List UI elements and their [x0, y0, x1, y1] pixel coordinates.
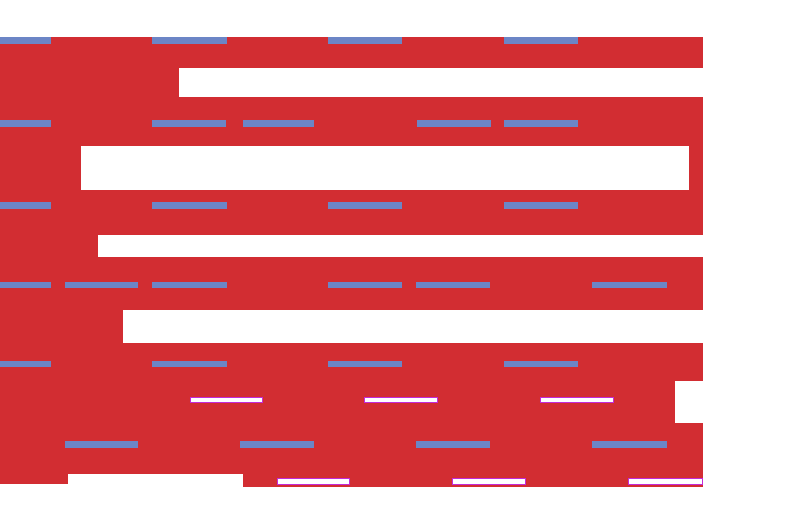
- link-bar-placeholder[interactable]: [152, 202, 227, 209]
- highlighted-link-bar-placeholder[interactable]: [190, 397, 263, 403]
- link-bar-placeholder[interactable]: [592, 282, 667, 288]
- link-bar-placeholder[interactable]: [592, 441, 667, 448]
- link-bar-placeholder[interactable]: [152, 120, 226, 127]
- highlighted-link-bar-placeholder[interactable]: [452, 478, 526, 485]
- content-block-placeholder: [0, 97, 703, 146]
- link-bar-placeholder[interactable]: [152, 282, 227, 288]
- content-block-placeholder: [675, 343, 703, 381]
- link-bar-placeholder[interactable]: [504, 202, 578, 209]
- link-bar-placeholder[interactable]: [416, 282, 490, 288]
- link-bar-placeholder[interactable]: [243, 120, 314, 127]
- link-bar-placeholder[interactable]: [328, 37, 402, 44]
- content-block-placeholder: [0, 310, 123, 343]
- link-bar-placeholder[interactable]: [152, 37, 227, 44]
- link-bar-placeholder[interactable]: [416, 441, 490, 448]
- link-bar-placeholder[interactable]: [0, 37, 51, 44]
- link-bar-placeholder[interactable]: [504, 120, 578, 127]
- highlighted-link-bar-placeholder[interactable]: [628, 478, 703, 485]
- content-block-placeholder: [0, 235, 98, 257]
- highlighted-link-bar-placeholder[interactable]: [540, 397, 614, 403]
- link-bar-placeholder[interactable]: [65, 282, 138, 288]
- highlighted-link-bar-placeholder[interactable]: [277, 478, 350, 485]
- link-bar-placeholder[interactable]: [65, 441, 138, 448]
- content-block-placeholder: [0, 68, 179, 97]
- link-bar-placeholder[interactable]: [328, 361, 402, 367]
- link-bar-placeholder[interactable]: [417, 120, 491, 127]
- link-bar-placeholder[interactable]: [0, 282, 51, 288]
- link-bar-placeholder[interactable]: [0, 202, 51, 209]
- link-bar-placeholder[interactable]: [240, 441, 314, 448]
- content-block-placeholder: [0, 190, 703, 235]
- link-bar-placeholder[interactable]: [504, 37, 578, 44]
- content-block-placeholder: [689, 146, 703, 190]
- link-bar-placeholder[interactable]: [504, 361, 578, 367]
- content-block-placeholder: [675, 423, 703, 474]
- content-block-placeholder: [0, 146, 81, 190]
- link-bar-placeholder[interactable]: [152, 361, 227, 367]
- content-block-placeholder: [0, 474, 68, 484]
- link-bar-placeholder[interactable]: [0, 361, 51, 367]
- link-bar-placeholder[interactable]: [328, 202, 402, 209]
- link-bar-placeholder[interactable]: [0, 120, 51, 127]
- link-bar-placeholder[interactable]: [328, 282, 402, 288]
- highlighted-link-bar-placeholder[interactable]: [364, 397, 438, 403]
